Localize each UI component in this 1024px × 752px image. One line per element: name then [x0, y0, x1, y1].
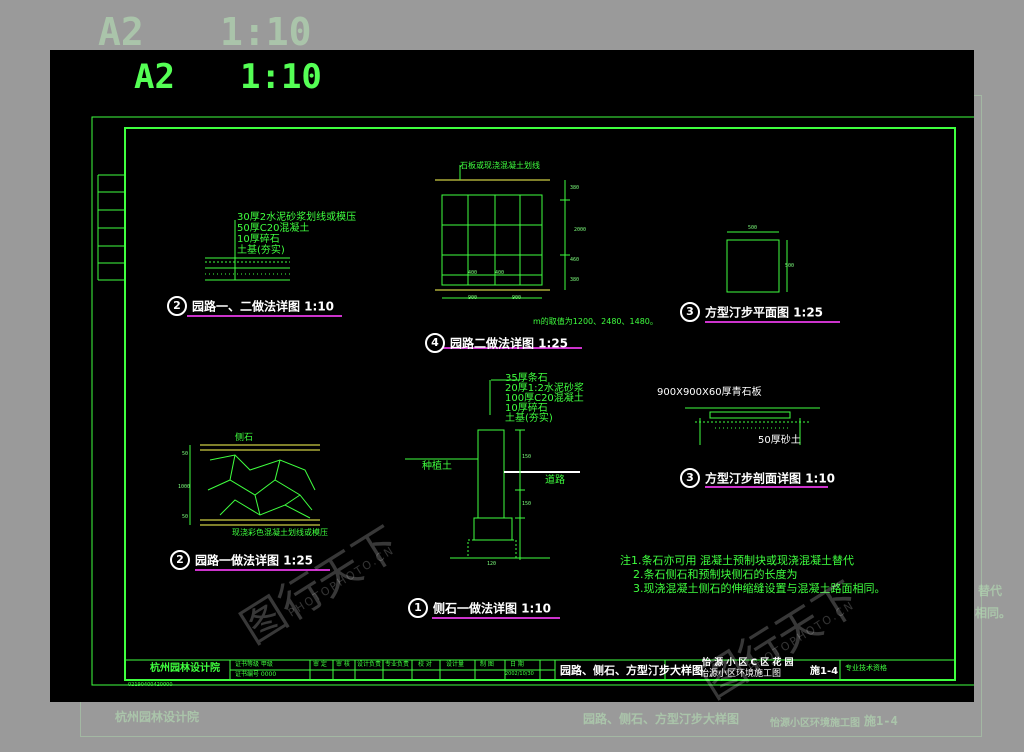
- detail-4-title: 园路二做法详图 1:25: [450, 336, 569, 351]
- left-strip: [97, 174, 126, 281]
- detail-2a-section: [205, 220, 290, 281]
- detail-2a-layer-1: 30厚2水泥砂浆划线或模压: [237, 212, 357, 223]
- detail-2b-caption: 2 园路一做法详图 1:25: [170, 550, 313, 570]
- detail-3b-label-top: 900X900X60厚青石板: [657, 387, 762, 398]
- detail-4-dim-right-4: 380: [570, 277, 580, 283]
- title-block-header-3: 设计负责: [357, 661, 382, 668]
- title-block-stamp: 专业技术资格: [845, 664, 887, 672]
- title-block-project-2: 怡 源 小 区 C 区 花 园: [702, 658, 794, 668]
- title-block-drawing-no: 施1-4: [810, 666, 839, 677]
- ghost-drawing-no: 施1-4: [864, 714, 898, 728]
- detail-2a-layer-4: 土基(夯实): [237, 245, 285, 256]
- detail-3b-label-bottom: 50厚砂土: [758, 435, 801, 446]
- ghost-side-text-1: 替代: [978, 584, 1003, 598]
- title-block-lines: [125, 659, 955, 680]
- detail-3a-title: 方型汀步平面图 1:25: [705, 305, 824, 320]
- title-block-project: 怡源小区环境施工图: [700, 669, 782, 679]
- detail-1-layer-3: 100厚C20混凝土: [505, 393, 584, 404]
- detail-4-dim-right-1: 380: [570, 185, 580, 191]
- detail-1-section: [405, 379, 580, 560]
- caption-underlines: [187, 315, 840, 619]
- detail-2a-layer-2: 50厚C20混凝土: [237, 223, 310, 234]
- detail-3b-number: 3: [680, 468, 700, 488]
- sheet-scale-label: 1:10: [240, 57, 322, 97]
- detail-3a-caption: 3 方型汀步平面图 1:25: [680, 302, 823, 322]
- detail-1-dim-1: 150: [522, 454, 532, 460]
- title-block-company: 杭州园林设计院: [150, 663, 220, 674]
- detail-2b-number: 2: [170, 550, 190, 570]
- detail-1-dim-3: 120: [487, 561, 497, 567]
- detail-3b-caption: 3 方型汀步剖面详图 1:10: [680, 468, 835, 488]
- detail-4-label: 石板或现浇混凝土划线: [460, 161, 540, 170]
- ghost-sheet-scale: 1:10: [220, 10, 312, 54]
- detail-2a-layer-3: 10厚碎石: [237, 234, 280, 245]
- title-block-header-6: 设计量: [446, 661, 465, 668]
- detail-2a-caption: 2 园路一、二做法详图 1:10: [167, 296, 334, 316]
- title-block-cert-1: 证书等级 甲级: [235, 661, 273, 668]
- detail-2b-dim-2: 1000: [178, 484, 191, 490]
- detail-1-caption: 1 侧石一做法详图 1:10: [408, 598, 551, 618]
- detail-4-dim-bottom-3: 900: [468, 295, 478, 301]
- title-block-header-4: 专业负责: [385, 661, 410, 668]
- detail-1-number: 1: [408, 598, 428, 618]
- detail-2b-plan: [189, 444, 320, 526]
- title-block-header-5: 校 对: [418, 661, 432, 668]
- drawing-linework: [91, 116, 974, 686]
- detail-4-note: m的取值为1200、2480、1480。: [533, 317, 658, 326]
- detail-1-soil-label: 种植土: [422, 461, 452, 472]
- title-block-cert-2: 证书编号 0000: [235, 671, 277, 678]
- note-line-3: 3.现浇混凝土侧石的伸缩缝设置与混凝土路面相同。: [633, 582, 886, 595]
- title-block-serial: 02190400420000: [128, 682, 173, 688]
- title-block-drawing-title: 园路、侧石、方型汀步大样图: [560, 664, 703, 677]
- detail-4-dim-bottom-2: 400: [495, 270, 505, 276]
- detail-3a-plan: [726, 231, 788, 293]
- detail-2b-dim-3: 50: [182, 514, 189, 520]
- detail-4-dim-bottom-1: 400: [468, 270, 478, 276]
- sheet-size-label: A2: [134, 57, 175, 97]
- detail-4-dim-right-3: 460: [570, 257, 580, 263]
- detail-4-plan: [435, 165, 570, 299]
- ghost-company: 杭州园林设计院: [115, 710, 200, 724]
- ghost-sheet-size: A2: [98, 10, 144, 54]
- ghost-side-text-2: 相同。: [975, 606, 1012, 620]
- detail-1-layer-1: 35厚条石: [505, 373, 548, 384]
- detail-1-dim-2: 150: [522, 501, 532, 507]
- detail-1-layer-5: 土基(夯实): [505, 413, 553, 424]
- title-block-date: 2002/10/30: [505, 671, 534, 677]
- detail-3b-title: 方型汀步剖面详图 1:10: [705, 471, 836, 486]
- detail-2a-title: 园路一、二做法详图 1:10: [192, 299, 335, 314]
- note-line-2: 2.条石侧石和预制块侧石的长度为: [633, 568, 798, 581]
- detail-2a-number: 2: [167, 296, 187, 316]
- detail-4-dim-bottom-4: 900: [512, 295, 522, 301]
- outer-frame: [91, 116, 974, 686]
- ghost-project: 怡源小区环境施工图: [770, 718, 860, 729]
- title-block-header-2: 审 核: [336, 661, 350, 668]
- detail-1-layer-2: 20厚1:2水泥砂浆: [505, 383, 584, 394]
- detail-3a-number: 3: [680, 302, 700, 322]
- note-line-1: 注1.条石亦可用 混凝土预制块或现浇混凝土替代: [620, 554, 854, 567]
- detail-4-caption: 4 园路二做法详图 1:25: [425, 333, 568, 353]
- title-block-header-8: 日 期: [510, 661, 524, 668]
- detail-2b-label-bottom: 现浇彩色混凝土划线或模压: [232, 528, 328, 537]
- detail-1-layer-4: 10厚碎石: [505, 403, 548, 414]
- detail-1-road-label: 道路: [545, 475, 565, 486]
- detail-1-title: 侧石一做法详图 1:10: [433, 601, 552, 616]
- title-block-header-1: 审 定: [313, 661, 327, 668]
- detail-4-number: 4: [425, 333, 445, 353]
- detail-3a-dim-top: 500: [748, 225, 758, 231]
- drawing-sheet: A2 1:10: [50, 50, 974, 709]
- detail-2b-label-top: 侧石: [235, 433, 254, 443]
- detail-3a-dim-side: 500: [785, 263, 795, 269]
- detail-4-dim-right-2: 2000: [574, 227, 587, 233]
- detail-2b-dim-1: 50: [182, 451, 189, 457]
- detail-2b-title: 园路一做法详图 1:25: [195, 553, 314, 568]
- ghost-title: 园路、侧石、方型汀步大样图: [583, 712, 740, 726]
- detail-3b-section: [685, 407, 820, 445]
- title-block-header-7: 制 图: [480, 661, 494, 668]
